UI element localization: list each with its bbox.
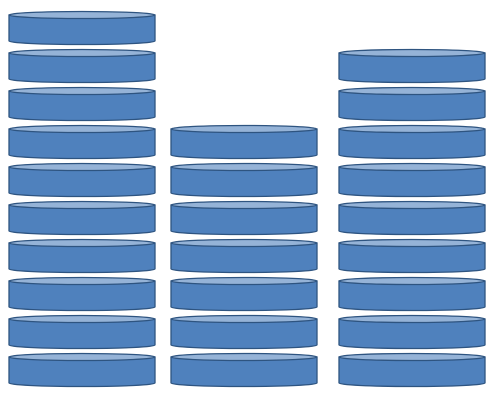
disk (170, 200, 318, 236)
disk-side (8, 52, 156, 84)
disk-side (170, 166, 318, 198)
disk-side (8, 356, 156, 388)
disk (8, 124, 156, 160)
disk (170, 162, 318, 198)
disk (170, 124, 318, 160)
disk-top (338, 276, 486, 286)
disk (338, 48, 486, 84)
disk-top (170, 200, 318, 210)
disk (338, 352, 486, 388)
disk-side (8, 14, 156, 46)
disk-top (8, 352, 156, 362)
disk-top (338, 162, 486, 172)
disk-side (170, 318, 318, 350)
disk-side (8, 242, 156, 274)
disk-top (8, 276, 156, 286)
disk-side (338, 128, 486, 160)
disk-side (170, 242, 318, 274)
disk-top (8, 124, 156, 134)
disk-top (8, 314, 156, 324)
disk-side (8, 204, 156, 236)
disk-side (338, 90, 486, 122)
disk-top (338, 200, 486, 210)
disk-side (338, 52, 486, 84)
disk-top (338, 238, 486, 248)
disk (170, 276, 318, 312)
disk-side (170, 280, 318, 312)
disk-top (170, 314, 318, 324)
disk-top (170, 238, 318, 248)
disk (8, 48, 156, 84)
disk (8, 200, 156, 236)
middle-stack (170, 124, 318, 388)
disk-side (8, 280, 156, 312)
disk (8, 314, 156, 350)
disk-side (8, 318, 156, 350)
disk (338, 314, 486, 350)
disk-top (338, 124, 486, 134)
disk-side (8, 128, 156, 160)
disk (338, 200, 486, 236)
disk (8, 10, 156, 46)
disk (170, 238, 318, 274)
disk (338, 276, 486, 312)
disk-side (338, 204, 486, 236)
disk (8, 276, 156, 312)
disk-top (170, 162, 318, 172)
disk (170, 352, 318, 388)
disk-top (8, 86, 156, 96)
disk (338, 86, 486, 122)
disk-top (338, 48, 486, 58)
disk (8, 162, 156, 198)
disk-side (170, 204, 318, 236)
disk (8, 86, 156, 122)
disk-side (170, 128, 318, 160)
disk-top (338, 314, 486, 324)
disk-top (170, 276, 318, 286)
disk (338, 162, 486, 198)
right-stack (338, 48, 486, 388)
disk-side (338, 280, 486, 312)
disk-top (338, 352, 486, 362)
disk-side (338, 318, 486, 350)
disk-side (338, 166, 486, 198)
disk (338, 238, 486, 274)
disk-side (338, 356, 486, 388)
disk-side (8, 166, 156, 198)
disk-top (8, 10, 156, 20)
disk-side (8, 90, 156, 122)
disk (338, 124, 486, 160)
disk (170, 314, 318, 350)
disk (8, 352, 156, 388)
disk-top (8, 162, 156, 172)
disk-side (170, 356, 318, 388)
disk-top (8, 238, 156, 248)
disk (8, 238, 156, 274)
left-stack (8, 10, 156, 388)
disk-top (8, 48, 156, 58)
disk-top (8, 200, 156, 210)
disk-side (338, 242, 486, 274)
disk-top (170, 352, 318, 362)
disk-top (170, 124, 318, 134)
disk-top (338, 86, 486, 96)
